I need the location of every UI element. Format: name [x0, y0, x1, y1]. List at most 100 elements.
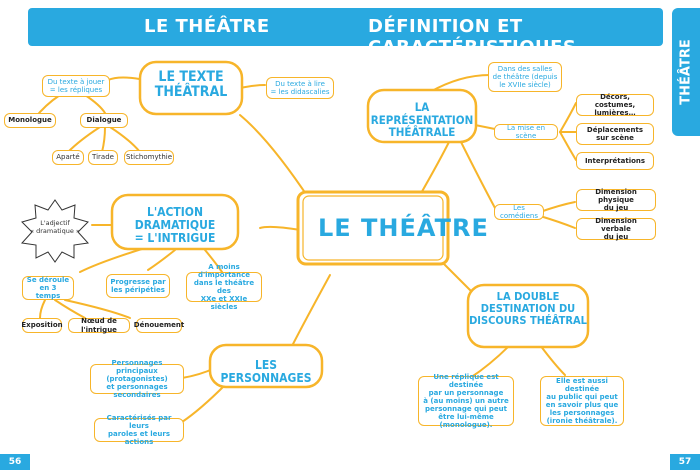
texte-jouer-line1: Du texte à jouer: [47, 77, 105, 86]
adjectif-line2: « dramatique »: [30, 226, 80, 235]
replique-line5: être lui-même (monologue).: [438, 413, 494, 430]
denouement-box: Dénouement: [133, 318, 185, 333]
deroule-line2: en 3 temps: [35, 283, 61, 301]
texte-lire-box: Du texte à lire= les didascalies: [266, 77, 334, 99]
aparte-label: Aparté: [56, 153, 80, 162]
representation-title-line1: LA REPRÉSENTATION: [370, 100, 474, 127]
action-title-line1: L'ACTION DRAMATIQUE: [134, 205, 216, 233]
replique-line1: Une réplique est destinée: [433, 372, 499, 389]
destination-title-line3: DISCOURS THÉÂTRAL: [469, 314, 587, 328]
destination-title-line1: LA DOUBLE: [496, 290, 560, 303]
physique-line2: du jeu: [603, 204, 629, 213]
stichomythie-label: Stichomythie: [125, 153, 173, 162]
texte-jouer-line2: = les répliques: [49, 86, 103, 94]
caract-line2: paroles et leurs actions: [107, 430, 171, 447]
progresse-line2: les péripéties: [111, 286, 165, 294]
salles-line2: de théâtre (depuis: [492, 72, 558, 81]
line-center-representation: [419, 139, 451, 196]
monologue-box: Monologue: [4, 113, 56, 128]
moins-line1: A moins d'importance: [197, 262, 251, 279]
header-left-title: LE THÉÂTRE: [144, 16, 270, 37]
adjectif-line1: L'adjectif: [40, 219, 70, 227]
public-line5: (ironie théâtrale).: [546, 417, 618, 426]
noeud-label: Nœud de l'intrigue: [81, 317, 117, 334]
destination-title-line2: DESTINATION DU: [480, 302, 576, 316]
deroule-line1: Se déroule: [26, 275, 70, 284]
header-right-title: DÉFINITION ET CARACTÉRISTIQUES: [368, 16, 577, 58]
replique-line3: à (au moins) un autre: [423, 396, 509, 405]
principaux-line3: et personnages secondaires: [106, 383, 168, 400]
caract-line1: Caractérisés par leurs: [106, 413, 172, 430]
exposition-label: Exposition: [21, 321, 63, 330]
action-title-line2: = L'INTRIGUE: [134, 231, 216, 246]
monologue-label: Monologue: [8, 116, 52, 125]
dialogue-box: Dialogue: [80, 113, 128, 128]
salles-line1: Dans des salles: [497, 64, 553, 73]
page-number-left: 56: [0, 454, 30, 470]
adjectif-label: L'adjectif « dramatique »: [26, 219, 84, 236]
stichomythie-box: Stichomythie: [124, 150, 174, 165]
interpretations-label: Interprétations: [584, 156, 646, 165]
public-line4: les personnages: [549, 409, 615, 418]
public-line3: en savoir plus que: [545, 401, 619, 409]
principaux-line2: (protagonistes): [106, 374, 168, 383]
personnages-title: LES PERSONNAGES: [220, 358, 312, 386]
salles-line3: le XVIIe siècle): [499, 81, 551, 90]
tirade-box: Tirade: [88, 150, 118, 165]
comediens-box: Les comédiens: [494, 204, 544, 220]
texte-lire-line2: = les didascalies: [270, 88, 330, 96]
progresse-line1: Progresse par: [110, 277, 166, 286]
replique-line4: personnage qui peut: [425, 405, 507, 414]
moins-line2: dans le théâtre des: [193, 278, 255, 295]
mise-en-scene-box: La mise en scène: [494, 124, 558, 140]
texte-title-line1: LE TEXTE: [158, 69, 224, 85]
dialogue-label: Dialogue: [86, 116, 122, 125]
deplacements-line2: sur scène: [596, 134, 634, 142]
aparte-box: Aparté: [52, 150, 84, 165]
decors-line2: lumières…: [594, 109, 636, 118]
noeud-box: Nœud de l'intrigue: [68, 317, 130, 334]
decors-box: Décors, costumes,lumières…: [576, 92, 654, 118]
denouement-label: Dénouement: [133, 321, 185, 330]
texte-lire-line1: Du texte à lire: [275, 79, 325, 88]
side-tab[interactable]: THÉÂTRE: [672, 8, 700, 136]
verbale-line1: Dimension verbale: [595, 216, 637, 233]
interpretations-box: Interprétations: [576, 152, 654, 170]
center-title: LE THÉÂTRE: [318, 214, 489, 242]
page-number-right: 57: [670, 454, 700, 470]
line-center-action: [259, 225, 301, 231]
public-line2: au public qui peut: [546, 392, 618, 401]
moins-line3: XXe et XXIe siècles: [200, 295, 248, 312]
texte-title: LE TEXTE THÉÂTRAL: [140, 69, 242, 101]
action-title: L'ACTION DRAMATIQUE = L'INTRIGUE: [112, 205, 238, 246]
texte-title-line2: THÉÂTRAL: [154, 84, 228, 101]
deplacements-line1: Déplacements: [586, 125, 644, 134]
comediens-label: Les comédiens: [499, 203, 539, 220]
representation-title-line2: THÉÂTRALE: [388, 125, 456, 140]
tirade-label: Tirade: [92, 153, 114, 162]
verbale-line2: du jeu: [603, 233, 629, 242]
physique-line1: Dimension physique: [595, 187, 637, 204]
principaux-box: Personnages principaux(protagonistes)et …: [90, 359, 184, 399]
texte-jouer-box: Du texte à jouer= les répliques: [42, 75, 110, 97]
replique-line2: par un personnage: [428, 388, 504, 397]
destination-title: LA DOUBLE DESTINATION DU DISCOURS THÉÂTR…: [468, 290, 588, 328]
decors-line1: Décors, costumes,: [594, 92, 636, 109]
principaux-line1: Personnages principaux: [111, 358, 163, 375]
exposition-box: Exposition: [21, 318, 63, 333]
mise-en-scene-label: La mise en scène: [506, 123, 546, 140]
representation-title: LA REPRÉSENTATION THÉÂTRALE: [368, 101, 476, 139]
header-bar: LE THÉÂTRE DÉFINITION ET CARACTÉRISTIQUE…: [28, 8, 663, 58]
adjectif-burst: [20, 199, 90, 263]
public-line1: Elle est aussi destinée: [556, 376, 608, 393]
